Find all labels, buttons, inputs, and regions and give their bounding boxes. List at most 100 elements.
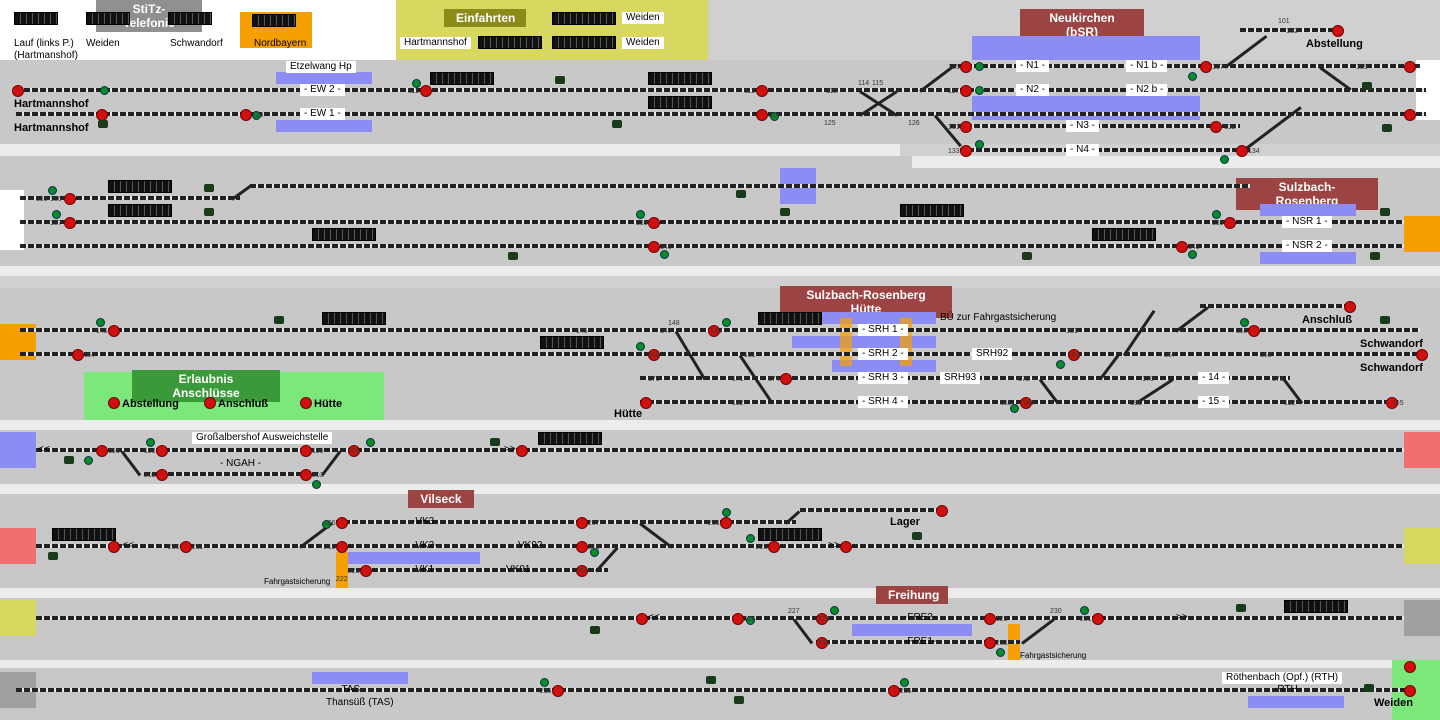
telephone-icon[interactable]	[204, 184, 214, 192]
signal[interactable]	[156, 469, 168, 481]
track-n4[interactable]	[960, 148, 1250, 152]
handset-icon[interactable]	[430, 72, 494, 85]
track-ngah[interactable]	[144, 472, 320, 476]
permit-toggle[interactable]	[204, 397, 216, 409]
handset-icon[interactable]	[1092, 228, 1156, 241]
telephone-icon[interactable]	[1022, 252, 1032, 260]
signal[interactable]	[960, 145, 972, 157]
telephony-item[interactable]: Lauf (links P.)	[14, 38, 74, 49]
permit-toggle[interactable]	[300, 397, 312, 409]
track-n1[interactable]	[950, 64, 1420, 68]
signal-green[interactable]	[96, 318, 105, 327]
signal[interactable]	[648, 241, 660, 253]
handset-icon[interactable]	[478, 36, 542, 49]
signal[interactable]	[768, 541, 780, 553]
signal[interactable]	[300, 469, 312, 481]
signal-green[interactable]	[312, 480, 321, 489]
signal[interactable]	[984, 637, 996, 649]
signal-green[interactable]	[84, 456, 93, 465]
telephone-icon[interactable]	[734, 696, 744, 704]
handset-icon[interactable]	[900, 204, 964, 217]
track-anschluss[interactable]	[1200, 304, 1350, 308]
arrow-left[interactable]: <<	[122, 540, 134, 551]
arrow-left[interactable]: <<	[648, 612, 660, 623]
permit-item[interactable]: Hütte	[314, 398, 343, 410]
signal-green[interactable]	[1188, 72, 1197, 81]
signal-green[interactable]	[975, 86, 984, 95]
track[interactable]	[36, 448, 1404, 452]
signal[interactable]	[1404, 109, 1416, 121]
track[interactable]	[20, 196, 240, 200]
telephone-icon[interactable]	[274, 316, 284, 324]
signal[interactable]	[756, 85, 768, 97]
signal-green[interactable]	[590, 548, 599, 557]
signal-green[interactable]	[1080, 606, 1089, 615]
signal-green[interactable]	[1056, 360, 1065, 369]
entry-item[interactable]: Hartmannshof	[400, 37, 471, 49]
signal[interactable]	[960, 61, 972, 73]
handset-icon[interactable]	[168, 12, 212, 25]
handset-icon[interactable]	[52, 528, 116, 541]
telephone-icon[interactable]	[1370, 252, 1380, 260]
handset-icon[interactable]	[758, 312, 822, 325]
signal[interactable]	[1386, 397, 1398, 409]
handset-icon[interactable]	[552, 12, 616, 25]
signal[interactable]	[984, 613, 996, 625]
track-abstellung[interactable]	[1240, 28, 1340, 32]
signal[interactable]	[300, 445, 312, 457]
signal[interactable]	[1200, 61, 1212, 73]
signal-green[interactable]	[900, 678, 909, 687]
arrow-right[interactable]: >>	[828, 540, 840, 551]
signal[interactable]	[108, 325, 120, 337]
telephone-icon[interactable]	[912, 532, 922, 540]
signal-green[interactable]	[975, 140, 984, 149]
edge-block[interactable]	[1404, 432, 1440, 468]
signal[interactable]	[64, 217, 76, 229]
crossing[interactable]	[840, 318, 852, 366]
signal[interactable]	[420, 85, 432, 97]
signal[interactable]	[96, 445, 108, 457]
signal-green[interactable]	[722, 508, 731, 517]
signal[interactable]	[648, 349, 660, 361]
track-tas[interactable]	[16, 688, 1412, 692]
signal-green[interactable]	[1188, 250, 1197, 259]
telephone-icon[interactable]	[204, 208, 214, 216]
signal-green[interactable]	[412, 79, 421, 88]
telephone-icon[interactable]	[1362, 82, 1372, 90]
track[interactable]	[250, 184, 1250, 188]
telephone-icon[interactable]	[590, 626, 600, 634]
signal[interactable]	[708, 325, 720, 337]
telephone-icon[interactable]	[1380, 208, 1390, 216]
handset-icon[interactable]	[540, 336, 604, 349]
handset-icon[interactable]	[538, 432, 602, 445]
signal-green[interactable]	[322, 520, 331, 529]
edge-block[interactable]	[0, 600, 36, 636]
place-schwandorf[interactable]: Schwandorf	[1360, 338, 1423, 350]
signal-green[interactable]	[1212, 210, 1221, 219]
handset-icon[interactable]	[86, 12, 130, 25]
permit-item[interactable]: Abstellung	[122, 398, 179, 410]
signal-green[interactable]	[722, 318, 731, 327]
telephone-icon[interactable]	[98, 120, 108, 128]
signal[interactable]	[640, 397, 652, 409]
signal[interactable]	[576, 541, 588, 553]
telephone-icon[interactable]	[612, 120, 622, 128]
place-hartmannshof[interactable]: Hartmannshof	[14, 98, 89, 110]
signal-green[interactable]	[996, 648, 1005, 657]
signal-green[interactable]	[52, 210, 61, 219]
track-lager[interactable]	[800, 508, 940, 512]
telephony-item[interactable]: Weiden	[86, 38, 120, 49]
signal-green[interactable]	[100, 86, 109, 95]
signal[interactable]	[1404, 685, 1416, 697]
signal[interactable]	[816, 613, 828, 625]
telephone-icon[interactable]	[706, 676, 716, 684]
signal-green[interactable]	[252, 111, 261, 120]
place-hartmannshof[interactable]: Hartmannshof	[14, 122, 89, 134]
telephone-icon[interactable]	[48, 552, 58, 560]
signal-green[interactable]	[746, 616, 755, 625]
signal-green[interactable]	[830, 606, 839, 615]
signal[interactable]	[888, 685, 900, 697]
edge-block[interactable]	[0, 528, 36, 564]
handset-icon[interactable]	[312, 228, 376, 241]
place-anschluss[interactable]: Anschluß	[1302, 314, 1353, 326]
